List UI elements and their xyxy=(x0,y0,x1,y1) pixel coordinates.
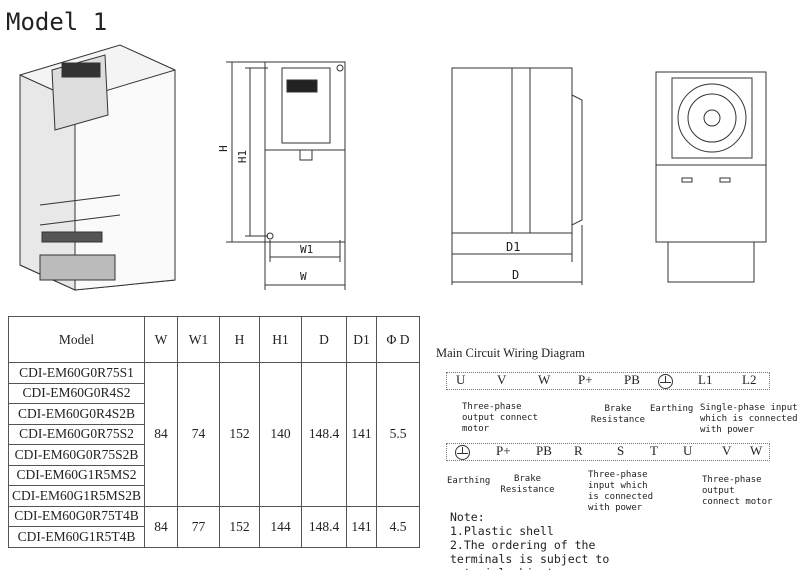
header-phi-d: Φ D xyxy=(376,316,421,363)
terminal: PB xyxy=(624,372,640,387)
terminal: S xyxy=(617,443,625,458)
header-d: D xyxy=(301,316,348,363)
terminal: U xyxy=(683,443,693,458)
note-item: 1.Plastic shell xyxy=(450,524,554,538)
terminal: R xyxy=(574,443,583,458)
model-cell: CDI-EM60G1R5MS2 xyxy=(7,464,146,486)
header-h1: H1 xyxy=(259,316,303,363)
label-brake-resistance: Brake Resistance xyxy=(500,474,555,495)
table-header-row: Model W W1 H H1 D D1 Φ D xyxy=(7,316,421,363)
model-cell: CDI-EM60G0R75S2 xyxy=(7,423,146,445)
terminal: T xyxy=(650,443,658,458)
value-h1: 144 xyxy=(259,505,303,548)
value-h1: 140 xyxy=(259,362,303,507)
table-row: CDI-EM60G0R75T4B 84 77 152 144 148.4 141… xyxy=(7,505,421,548)
label-three-phase-input: Three-phase input which is connected wit… xyxy=(588,470,654,513)
model-cell: CDI-EM60G0R4S2B xyxy=(7,403,146,425)
label-earthing: Earthing xyxy=(447,476,491,486)
terminal: V xyxy=(497,372,507,387)
table-row: CDI-EM60G0R4S2B xyxy=(7,403,420,425)
earth-icon xyxy=(658,374,673,389)
label-brake-resistance: Brake Resistance xyxy=(590,404,646,425)
table-row: CDI-EM60G1R5MS2B xyxy=(7,485,420,507)
value-d1: 141 xyxy=(346,362,378,507)
header-d1: D1 xyxy=(346,316,378,363)
side-view xyxy=(451,67,583,285)
table-row: CDI-EM60G0R75S2B xyxy=(7,444,420,466)
terminal: W xyxy=(750,443,763,458)
dim-label-h1: H1 xyxy=(236,149,250,164)
value-d: 148.4 xyxy=(301,505,348,548)
page-title: Model 1 xyxy=(6,8,108,36)
model-cell: CDI-EM60G1R5T4B xyxy=(7,526,146,548)
header-h: H xyxy=(219,316,261,363)
value-phi-d: 4.5 xyxy=(376,505,421,548)
value-h: 152 xyxy=(219,362,261,507)
dimension-table: Model W W1 H H1 D D1 Φ D CDI-EM60G0R75S1… xyxy=(7,316,421,548)
header-model: Model xyxy=(7,316,146,363)
table-row: CDI-EM60G1R5T4B xyxy=(7,526,420,548)
dim-label-w1: W1 xyxy=(300,243,314,256)
dim-label-w: W xyxy=(300,270,307,283)
table-row: CDI-EM60G0R4S2 xyxy=(7,382,420,404)
header-w1: W1 xyxy=(177,316,221,363)
table-row: CDI-EM60G0R75S2 xyxy=(7,423,420,445)
note-heading: Note: xyxy=(450,510,485,524)
value-w: 84 xyxy=(144,505,179,548)
label-single-phase-input: Single-phase input which is connected wi… xyxy=(700,403,798,435)
terminal: V xyxy=(722,443,732,458)
wiring-diagram-title: Main Circuit Wiring Diagram xyxy=(436,346,585,360)
value-w1: 77 xyxy=(177,505,221,548)
value-w1: 74 xyxy=(177,362,221,507)
back-view xyxy=(655,71,767,283)
value-d1: 141 xyxy=(346,505,378,548)
value-h: 152 xyxy=(219,505,261,548)
header-w: W xyxy=(144,316,179,363)
label-three-phase-output: Three-phase output connect motor xyxy=(702,475,773,507)
value-phi-d: 5.5 xyxy=(376,362,421,507)
model-cell: CDI-EM60G0R75S2B xyxy=(7,444,146,466)
label-earthing: Earthing xyxy=(650,404,694,414)
table-row: CDI-EM60G0R75S1 84 74 152 140 148.4 141 … xyxy=(7,362,421,507)
terminal: PB xyxy=(536,443,552,458)
terminal: P+ xyxy=(496,443,511,458)
model-cell: CDI-EM60G0R4S2 xyxy=(7,382,146,404)
front-view xyxy=(226,61,346,290)
note-item: 2.The ordering of the terminals is subje… xyxy=(450,538,610,570)
value-w: 84 xyxy=(144,362,179,507)
product-drawings xyxy=(19,44,767,291)
model-cell: CDI-EM60G1R5MS2B xyxy=(7,485,146,507)
value-d: 148.4 xyxy=(301,362,348,507)
earth-icon xyxy=(455,445,470,460)
model-cell: CDI-EM60G0R75T4B xyxy=(7,505,146,527)
terminal: U xyxy=(456,372,466,387)
dim-label-d: D xyxy=(512,268,520,282)
terminal: P+ xyxy=(578,372,593,387)
terminal: L2 xyxy=(742,372,757,387)
model-cell: CDI-EM60G0R75S1 xyxy=(7,362,146,384)
dim-label-h: H xyxy=(216,145,230,152)
perspective-view xyxy=(19,44,176,291)
terminal: W xyxy=(538,372,551,387)
label-three-phase-output: Three-phase output connect motor xyxy=(462,402,538,434)
terminal: L1 xyxy=(698,372,713,387)
dim-label-d1: D1 xyxy=(506,240,521,254)
